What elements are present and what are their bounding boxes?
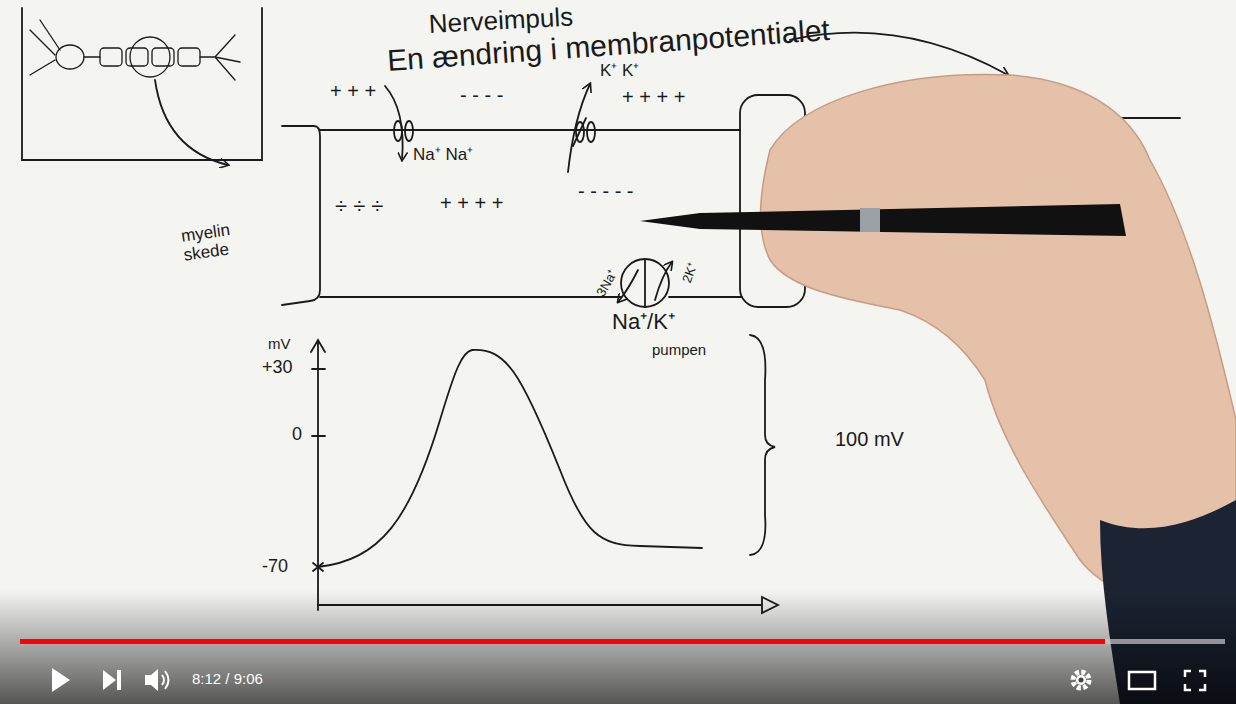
player-shade xyxy=(0,590,1236,704)
ion-label: 3Na⁺ xyxy=(594,268,620,299)
pen xyxy=(640,204,1126,236)
theater-icon xyxy=(1129,672,1155,689)
pump-arrow xyxy=(618,270,638,302)
na-channel xyxy=(405,121,413,141)
k-channel xyxy=(587,122,595,142)
axis-unit: mV xyxy=(268,336,291,353)
inset-frame xyxy=(22,8,262,160)
hand xyxy=(761,74,1236,593)
zoom-arrow xyxy=(155,80,228,165)
pen-clip xyxy=(860,208,880,232)
progress-played xyxy=(20,639,1105,644)
pump-arrow xyxy=(655,262,672,300)
na-k-pump xyxy=(644,259,646,307)
neuron-sketch xyxy=(30,20,240,80)
settings-icon xyxy=(1073,672,1089,688)
axis-tick xyxy=(312,369,325,436)
y-axis xyxy=(311,340,325,610)
axis-value: +30 xyxy=(262,358,293,378)
next-icon xyxy=(103,670,121,690)
charge-label: + + + + xyxy=(440,192,503,214)
action-potential-curve xyxy=(318,350,702,567)
axis-value: 0 xyxy=(292,425,302,445)
settings-icon xyxy=(1076,675,1086,685)
charge-label: ÷ ÷ ÷ xyxy=(335,194,383,218)
na-arrow xyxy=(385,86,403,160)
bracket xyxy=(750,335,775,555)
ion-label: K⁺ K⁺ xyxy=(600,62,639,81)
volume-icon xyxy=(162,671,169,689)
play-icon xyxy=(52,668,70,692)
membrane-top xyxy=(320,129,740,131)
part-label: myelin skede xyxy=(180,218,255,265)
settings-icon xyxy=(1079,678,1084,683)
volume-icon xyxy=(145,669,158,691)
part-label: pumpen xyxy=(652,342,706,359)
charge-label: + + + + xyxy=(622,86,685,108)
dimension-label: 100 mV xyxy=(835,428,904,450)
na-k-pump xyxy=(621,259,669,307)
charge-label: + + + xyxy=(330,80,376,102)
k-arrow xyxy=(568,84,590,172)
ion-label: Na⁺ Na⁺ xyxy=(413,146,473,165)
part-label: Na⁺/K⁺ xyxy=(612,310,675,334)
fullscreen-icon xyxy=(1185,671,1205,690)
charge-label: - - - - - xyxy=(578,180,634,202)
progress-remaining xyxy=(1105,639,1225,644)
membrane-bottom xyxy=(320,296,742,298)
ion-label: 2K⁺ xyxy=(680,261,700,285)
myelin-sheath xyxy=(282,126,320,305)
video-time: 8:12 / 9:06 xyxy=(192,671,263,688)
charge-label: - - - - xyxy=(460,84,503,106)
axis-value: -70 xyxy=(262,557,288,577)
